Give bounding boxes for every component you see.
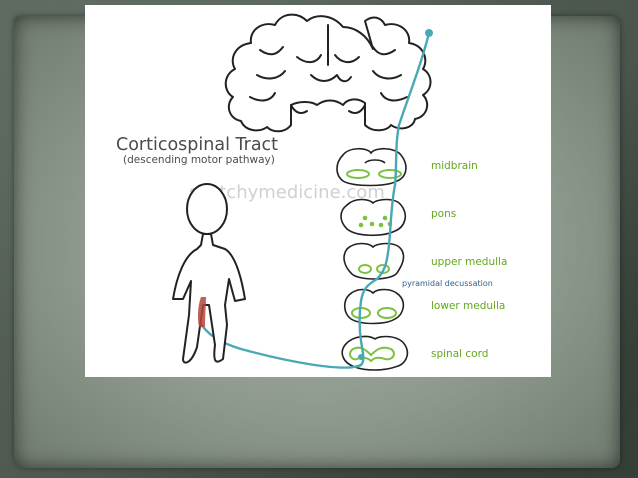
brain-drawing: [224, 13, 432, 133]
diagram-title: Corticospinal Tract: [116, 135, 278, 155]
label-decussation: pyramidal decussation: [402, 279, 493, 288]
stick-figure: [172, 183, 246, 364]
label-spinal-cord: spinal cord: [431, 348, 488, 360]
tract-synapse-dot: [358, 354, 364, 360]
label-lower-medulla: lower medulla: [431, 300, 505, 312]
brainstem-sections: [336, 147, 409, 371]
corticospinal-diagram: sketchymedicine.com Corticospinal Tract …: [116, 13, 507, 371]
tract-origin-dot: [425, 29, 433, 37]
spinal-cord-section: [341, 335, 409, 371]
midbrain-section: [336, 147, 407, 187]
watermark: sketchymedicine.com: [189, 182, 385, 203]
muscle-highlight: [197, 297, 206, 327]
label-midbrain: midbrain: [431, 160, 478, 172]
upper-medulla-section: [343, 242, 405, 280]
lower-medulla-section: [343, 288, 405, 325]
diagram-image: sketchymedicine.com Corticospinal Tract …: [85, 5, 551, 377]
label-pons: pons: [431, 208, 456, 220]
label-upper-medulla: upper medulla: [431, 256, 507, 268]
diagram-subtitle: (descending motor pathway): [123, 154, 275, 166]
tract-pathway: [197, 31, 431, 369]
pons-section: [340, 198, 407, 237]
